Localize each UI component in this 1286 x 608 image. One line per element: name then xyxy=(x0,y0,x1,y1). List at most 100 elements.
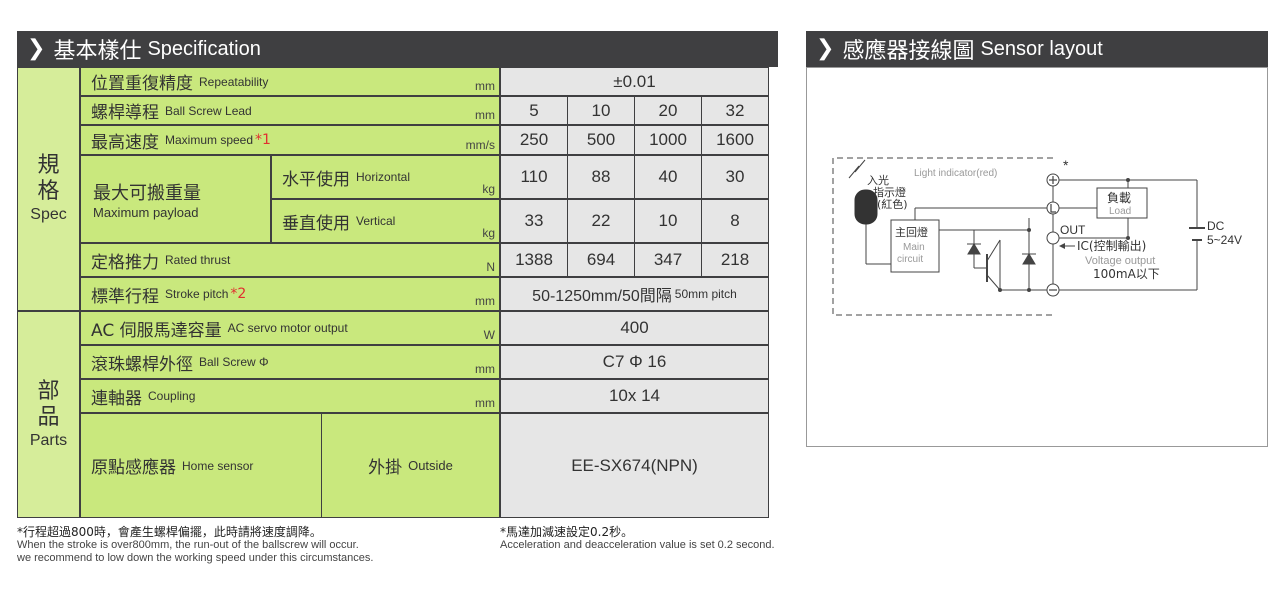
screw-dia-unit: mm xyxy=(475,362,495,376)
vertical-value-3: 8 xyxy=(730,211,740,230)
home-sensor-value: EE-SX674(NPN) xyxy=(500,413,769,518)
speed-value-0: 250 xyxy=(519,130,549,149)
side-spec-zh1: 規 xyxy=(37,153,60,178)
stroke-value-main: 50-1250mm/50間隔 xyxy=(532,288,672,305)
horizontal-value: 40 xyxy=(634,155,702,199)
home-sensor-type-zh: 外掛 xyxy=(368,458,403,478)
asterisk-mark: * xyxy=(1063,157,1069,173)
main-circuit-zh-label: 主回燈 xyxy=(895,225,928,239)
dc-range-label: 5~24V xyxy=(1207,233,1242,247)
screw-dia-en: Ball Screw Φ xyxy=(199,355,269,369)
coupling-en: Coupling xyxy=(148,389,196,403)
payload-en: Maximum payload xyxy=(93,204,199,220)
vertical-unit: kg xyxy=(482,226,495,240)
lead-en: Ball Screw Lead xyxy=(165,103,252,118)
speed-unit: mm/s xyxy=(465,138,495,152)
repeatability-value: ±0.01 xyxy=(500,67,769,96)
side-spec-zh2: 格 xyxy=(37,179,60,204)
load-zh-label: 負載 xyxy=(1107,191,1131,205)
side-parts-en: Parts xyxy=(29,431,68,449)
dc-label: DC xyxy=(1207,219,1225,233)
load-en-label: Load xyxy=(1109,206,1131,217)
home-sensor-type-en: Outside xyxy=(408,458,453,473)
lead-value: 32 xyxy=(701,96,769,125)
side-parts-zh1: 部 xyxy=(37,378,60,404)
side-spec-en: Spec xyxy=(30,206,67,223)
thrust-en: Rated thrust xyxy=(165,253,231,267)
thrust-unit: N xyxy=(486,260,495,274)
horizontal-zh: 水平使用 xyxy=(282,169,350,190)
screw-dia-zh: 滾珠螺桿外徑 xyxy=(91,354,193,375)
note-stroke-en2: we recommend to low down the working spe… xyxy=(17,552,374,564)
side-label-parts: 部 品 Parts xyxy=(17,311,80,518)
lead-value-2: 20 xyxy=(658,100,678,120)
note-acceleration: *馬達加減速設定0.2秒。 Acceleration and deacceler… xyxy=(500,526,800,552)
home-sensor-value-text: EE-SX674(NPN) xyxy=(571,455,698,475)
stroke-unit: mm xyxy=(475,294,495,308)
indicator-zh-label: 指示燈 xyxy=(873,185,906,199)
row-thrust-label: 定格推力 Rated thrust N xyxy=(80,243,500,277)
repeatability-unit: mm xyxy=(475,79,495,93)
speed-value: 500 xyxy=(567,125,635,155)
thrust-value: 1388 xyxy=(500,243,568,277)
payload-zh: 最大可搬重量 xyxy=(93,182,201,204)
motor-value-text: 400 xyxy=(620,318,649,337)
sensor-title-zh: 感應器接線圖 xyxy=(842,39,975,64)
speed-value-3: 1600 xyxy=(716,130,754,149)
screw-dia-value: C7 Φ 16 xyxy=(500,345,769,379)
horizontal-value: 88 xyxy=(567,155,635,199)
stroke-en: Stroke pitch xyxy=(165,287,229,301)
horizontal-value-2: 40 xyxy=(658,167,678,186)
vertical-value-1: 22 xyxy=(591,211,611,230)
thrust-zh: 定格推力 xyxy=(91,252,159,273)
row-screw-dia-label: 滾珠螺桿外徑 Ball Screw Φ mm xyxy=(80,345,500,379)
row-coupling-label: 連軸器 Coupling mm xyxy=(80,379,500,413)
horizontal-value-3: 30 xyxy=(725,167,745,186)
repeatability-value-text: ±0.01 xyxy=(613,71,656,91)
note-accel-en: Acceleration and deacceleration value is… xyxy=(500,539,775,551)
thrust-value: 347 xyxy=(634,243,702,277)
sensor-header: ❯ 感應器接線圖 Sensor layout xyxy=(806,31,1268,67)
spec-header: ❯ 基本樣仕 Specification xyxy=(17,31,778,67)
thrust-value-3: 218 xyxy=(720,250,750,269)
lead-zh: 螺桿導程 xyxy=(91,103,159,123)
speed-value-1: 500 xyxy=(586,130,616,149)
sensor-wiring-diagram: Light indicator(red) 入光 指示燈 (紅色) ⊕ * Ⓛ ⊖… xyxy=(832,157,1242,316)
motor-value: 400 xyxy=(500,311,769,345)
chevron-right-icon: ❯ xyxy=(816,36,835,61)
chevron-right-icon: ❯ xyxy=(27,36,46,61)
spec-title-zh: 基本樣仕 xyxy=(53,39,142,64)
stroke-value: 50-1250mm/50間隔 50mm pitch xyxy=(500,277,769,311)
ic-control-output-label: IC(控制輸出) xyxy=(1077,238,1146,253)
speed-value: 1000 xyxy=(634,125,702,155)
note-accel-zh: *馬達加減速設定0.2秒。 xyxy=(500,525,634,539)
speed-zh: 最高速度 xyxy=(91,132,159,153)
coupling-unit: mm xyxy=(475,396,495,410)
horizontal-en: Horizontal xyxy=(356,170,411,184)
home-sensor-zh: 原點感應器 xyxy=(91,458,176,478)
red-zh-label: (紅色) xyxy=(877,197,908,211)
lead-value: 5 xyxy=(500,96,568,125)
motor-unit: W xyxy=(483,328,495,342)
in-light-label: 入光 xyxy=(867,173,889,187)
vertical-value: 33 xyxy=(500,199,568,243)
thrust-value-2: 347 xyxy=(653,250,683,269)
horizontal-value: 30 xyxy=(701,155,769,199)
sensor-title-en: Sensor layout xyxy=(980,37,1103,60)
lead-value-1: 10 xyxy=(591,100,611,120)
note-stroke-zh: *行程超過800時，會產生螺桿偏擺，此時請將速度調降。 xyxy=(17,525,322,539)
speed-value: 1600 xyxy=(701,125,769,155)
lead-value: 20 xyxy=(634,96,702,125)
side-parts-zh2: 品 xyxy=(37,404,60,430)
stroke-value-small: 50mm pitch xyxy=(674,287,737,301)
coupling-zh: 連軸器 xyxy=(91,388,142,409)
screw-dia-value-text: C7 Φ 16 xyxy=(602,352,667,371)
